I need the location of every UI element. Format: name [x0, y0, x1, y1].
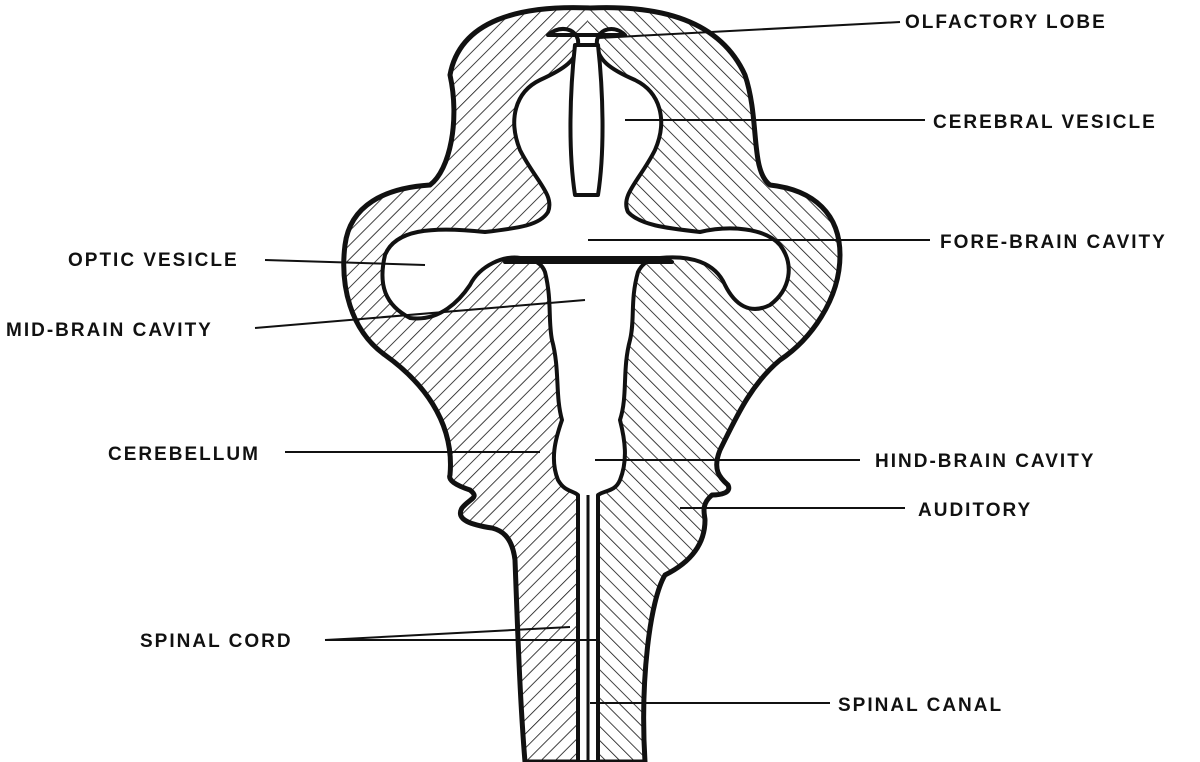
label-auditory: AUDITORY: [918, 500, 1032, 521]
brain-tissue-left: [341, 5, 588, 762]
optic-vesicle-leader: [264, 259, 426, 266]
label-mid-brain-cavity: MID-BRAIN CAVITY: [6, 320, 213, 341]
brain-tissue-right: [588, 5, 843, 762]
label-fore-brain-cavity: FORE-BRAIN CAVITY: [940, 232, 1167, 253]
label-optic-vesicle: OPTIC VESICLE: [68, 250, 239, 271]
label-olfactory-lobe: OLFACTORY LOBE: [905, 12, 1107, 33]
olfactory-lobe-leader: [597, 21, 901, 39]
leader-lines: [254, 21, 930, 704]
label-cerebellum: CEREBELLUM: [108, 444, 260, 465]
mid-brain-cavity-leader: [254, 299, 586, 329]
label-spinal-canal: SPINAL CANAL: [838, 695, 1003, 716]
labels: OLFACTORY LOBE CEREBRAL VESICLE FORE-BRA…: [6, 12, 1167, 716]
label-spinal-cord: SPINAL CORD: [140, 631, 293, 652]
label-hind-brain-cavity: HIND-BRAIN CAVITY: [875, 451, 1095, 472]
spinal-cord-leader-a: [324, 626, 571, 641]
cerebral-septum: [568, 43, 605, 197]
label-cerebral-vesicle: CEREBRAL VESICLE: [933, 112, 1157, 133]
